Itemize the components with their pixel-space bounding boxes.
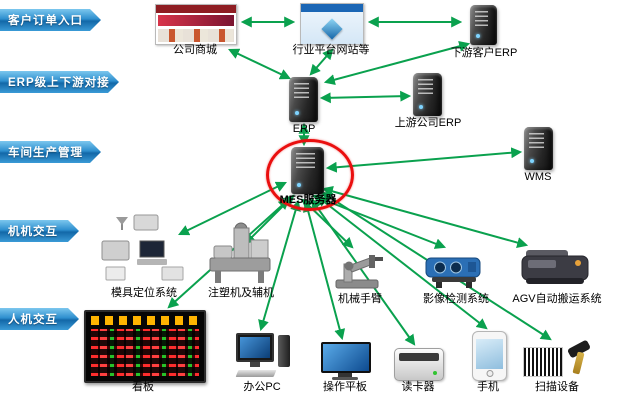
erp-server-icon <box>289 77 318 122</box>
wms-server-icon <box>524 127 553 170</box>
scanner-image <box>523 339 592 380</box>
mall-banner-image <box>158 15 234 26</box>
injection-machine-label: 注塑机及辅机 <box>208 287 274 299</box>
mall-header-bar <box>156 5 236 13</box>
barcode-graphic <box>523 347 563 377</box>
platform-page-body <box>301 12 363 44</box>
phone-home-button <box>486 370 493 377</box>
banner-customer-order-entry: 客户订单入口 <box>0 9 101 31</box>
mold-positioning-image <box>98 213 190 285</box>
pc-monitor <box>236 333 274 362</box>
platform-gem-graphic <box>321 18 343 40</box>
office-pc-image <box>235 333 290 379</box>
vision-inspection-label: 影像检测系统 <box>423 293 489 305</box>
scanner-label: 扫描设备 <box>535 381 579 393</box>
tablet-base <box>332 377 358 380</box>
kanban-title-leds <box>91 316 199 325</box>
mes-server-icon <box>291 147 324 194</box>
downstream-erp-server-icon <box>470 5 497 45</box>
banner-machine-interaction: 机机交互 <box>0 220 79 242</box>
pc-keyboard <box>235 370 277 377</box>
card-reader-label: 读卡器 <box>401 381 435 393</box>
banner-human-interaction: 人机交互 <box>0 308 79 330</box>
industry-platform-label: 行业平台网站等 <box>292 44 370 56</box>
pc-screen <box>240 337 270 358</box>
robot-arm-image <box>330 250 388 290</box>
mold-positioning-label: 模具定位系统 <box>111 287 177 299</box>
upstream-erp-server-icon <box>413 73 442 116</box>
card-reader-slot <box>399 353 439 361</box>
tablet-screen <box>321 342 371 373</box>
upstream-erp-label: 上游公司ERP <box>394 117 462 129</box>
card-reader-led <box>433 371 437 375</box>
phone-image <box>472 331 507 381</box>
mall-product-grid <box>158 29 234 42</box>
company-mall-label: 公司商城 <box>173 44 217 56</box>
office-pc-label: 办公PC <box>243 381 281 393</box>
downstream-erp-label: 下游客户ERP <box>450 47 518 59</box>
injection-machine-image <box>208 222 272 284</box>
kanban-led-grid <box>91 329 199 376</box>
vision-inspection-image <box>420 250 490 290</box>
agv-label: AGV自动搬运系统 <box>512 293 602 305</box>
tablet-label: 操作平板 <box>323 381 367 393</box>
agv-image <box>518 246 592 290</box>
erp-label: ERP <box>292 123 316 135</box>
card-reader-image <box>394 348 444 381</box>
pc-tower <box>278 335 290 367</box>
banner-erp-updown-link: ERP级上下游对接 <box>0 71 119 93</box>
industry-platform-thumbnail <box>300 3 364 45</box>
banner-workshop-production: 车间生产管理 <box>0 141 101 163</box>
platform-header-bar <box>301 4 363 12</box>
company-mall-thumbnail <box>155 4 237 45</box>
kanban-label: 看板 <box>132 381 154 393</box>
robot-arm-label: 机械手臂 <box>338 293 382 305</box>
phone-label: 手机 <box>477 381 499 393</box>
tablet-image <box>318 342 372 380</box>
mes-label: MES服务器 <box>279 194 337 206</box>
wms-label: WMS <box>524 171 552 183</box>
tablet-stand <box>338 373 352 377</box>
pc-stand <box>250 362 260 367</box>
phone-screen <box>476 339 503 369</box>
kanban-board-image <box>84 310 206 383</box>
mes-highlight-circle <box>266 139 354 211</box>
